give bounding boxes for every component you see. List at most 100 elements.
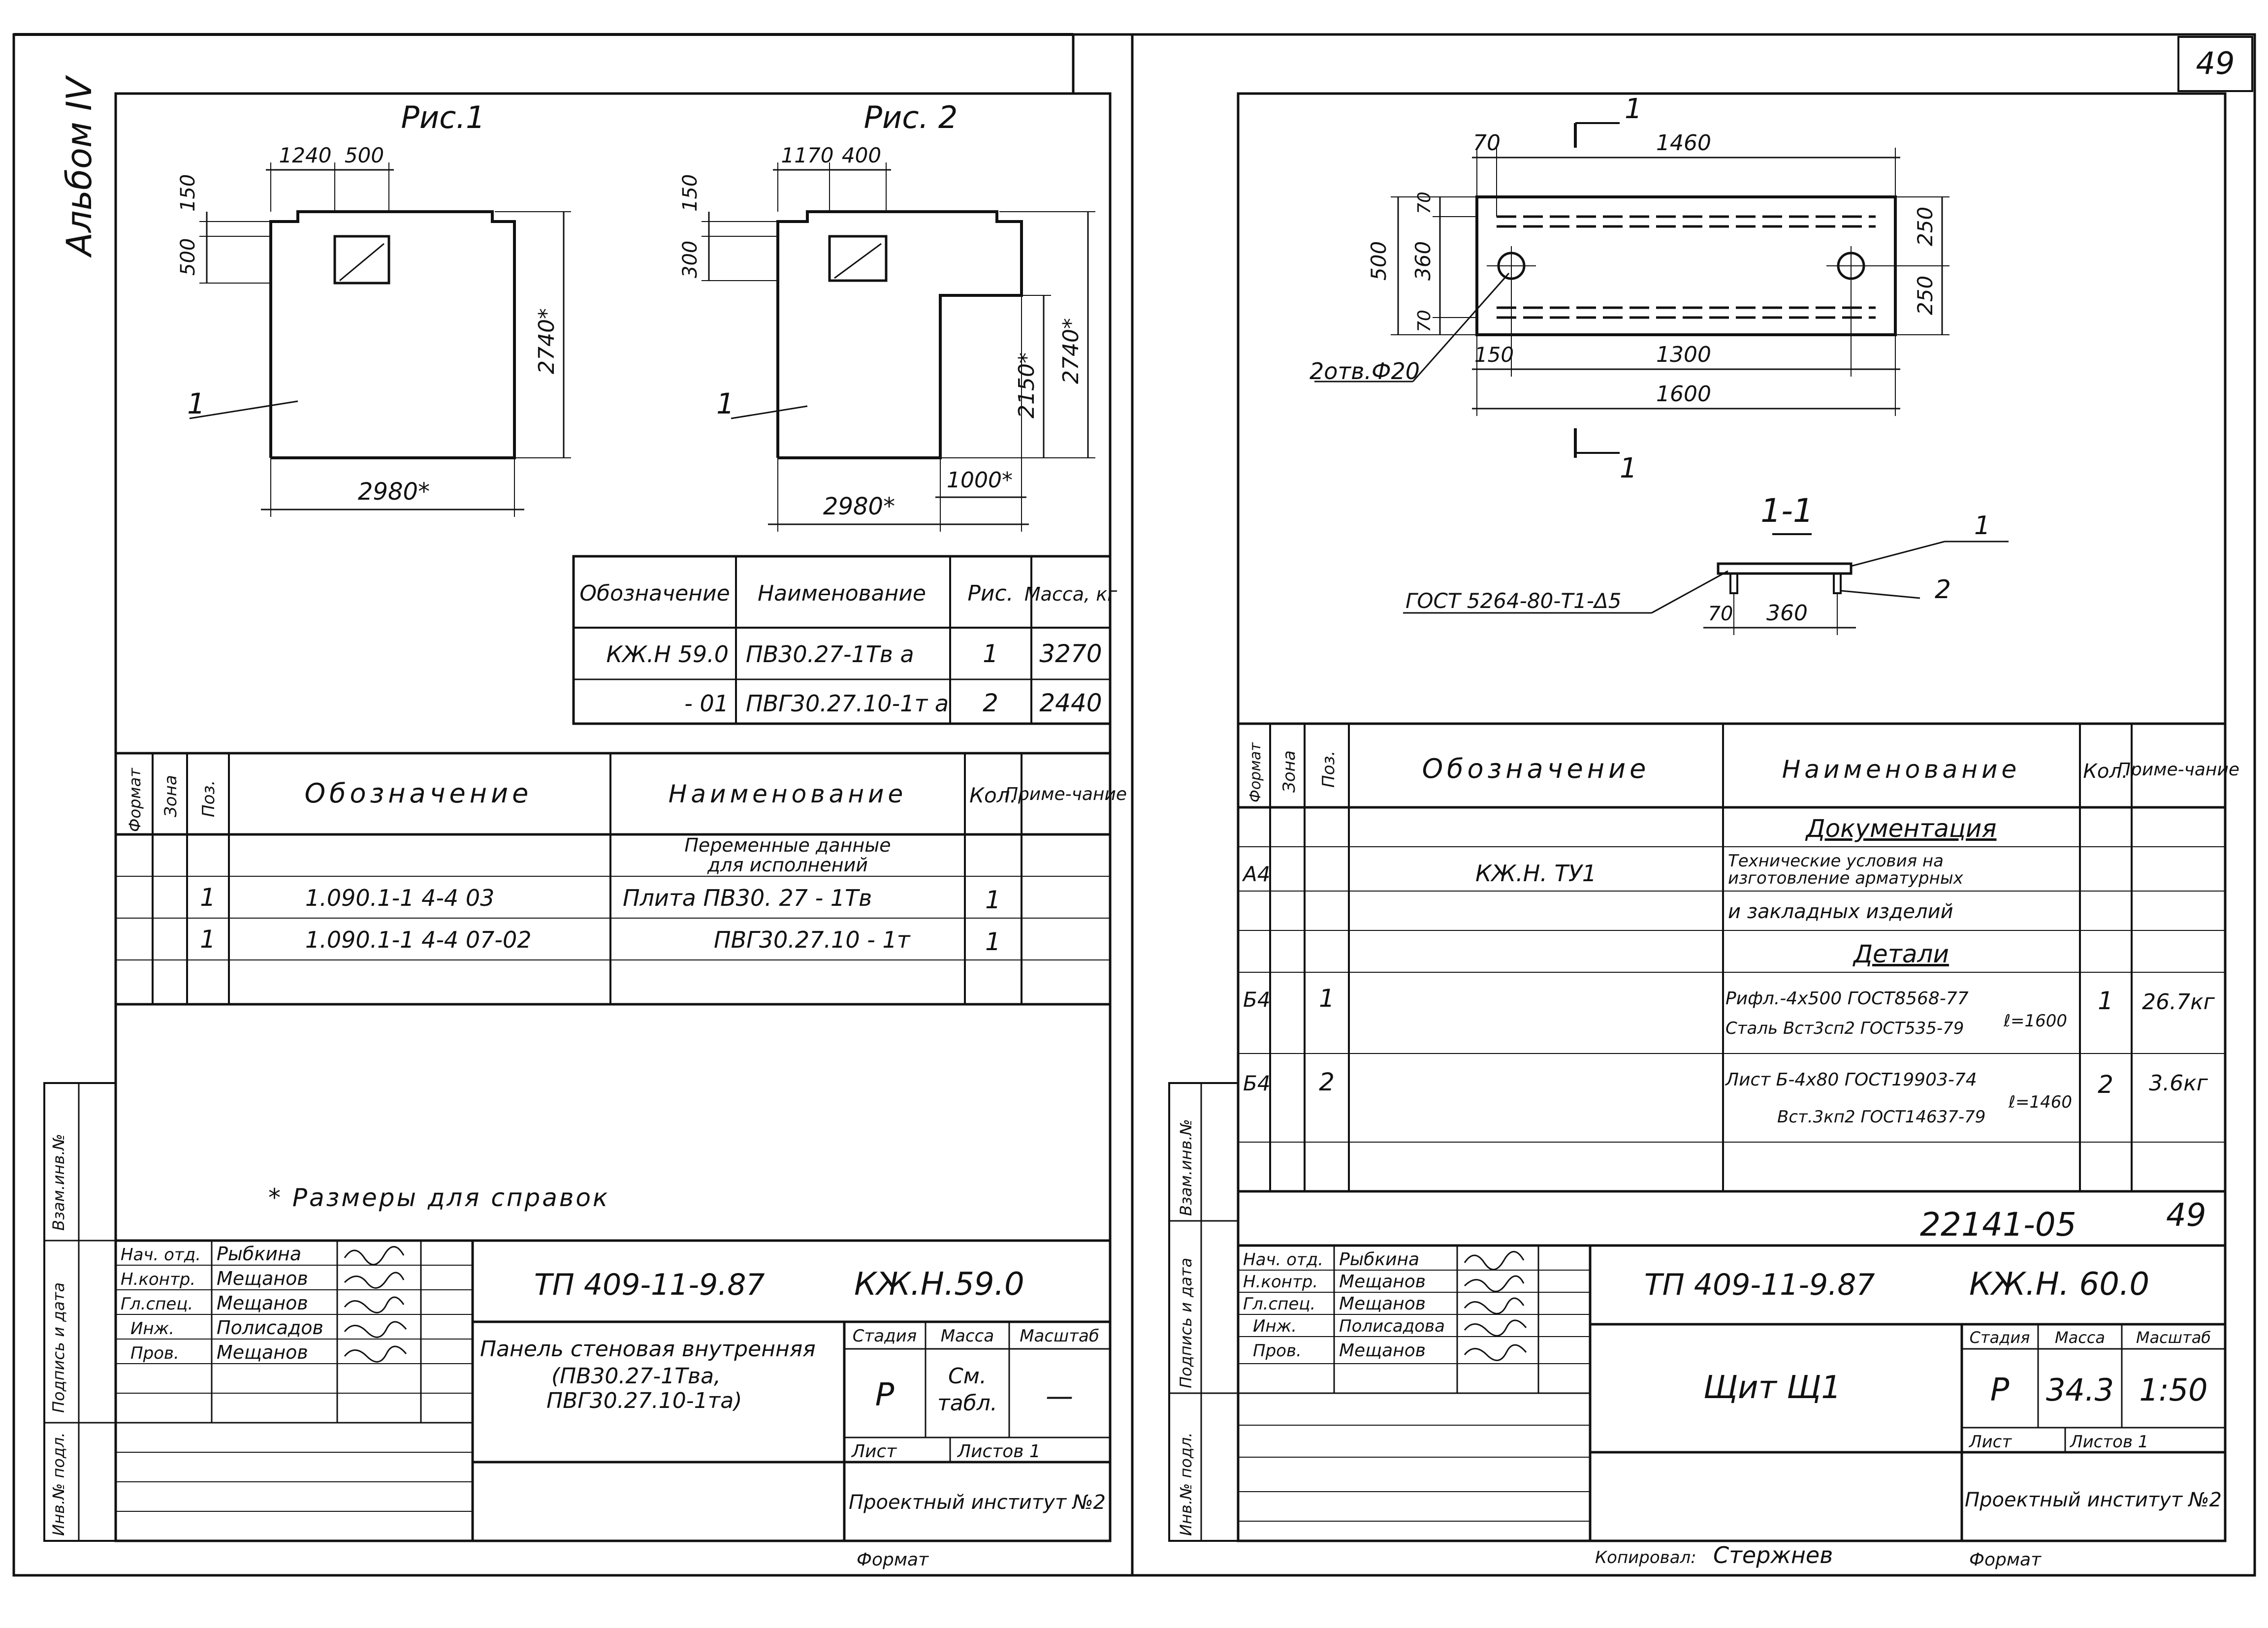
plan-dim-250b: 250 <box>1913 276 1937 315</box>
right-spec-row2-format: Б4 <box>1243 1071 1271 1095</box>
variants-row2-code: - 01 <box>684 690 729 717</box>
left-format-label: Формат <box>857 1550 929 1570</box>
right-spec-row1-length: ℓ=1600 <box>2003 1011 2067 1031</box>
left-sheet-label: Лист <box>851 1441 897 1462</box>
right-spec-header-qty: Кол. <box>2083 760 2128 783</box>
variants-header-name: Наименование <box>758 581 926 606</box>
right-role-3: Гл.спец. <box>1243 1294 1315 1314</box>
left-scale-label: Масштаб <box>1020 1326 1099 1346</box>
cut-mark-bottom: 1 <box>1620 452 1637 484</box>
left-stage-label: Стадия <box>853 1326 917 1346</box>
right-org: Проектный институт №2 <box>1965 1489 2222 1511</box>
fig1-dim-top-a: 1240 <box>279 143 332 167</box>
album-label: Альбом IV <box>59 75 99 258</box>
right-spec-doc-header: Документация <box>1805 814 1997 843</box>
left-name-5: Мещанов <box>217 1341 308 1363</box>
right-spec-header-format: Формат <box>1247 742 1264 802</box>
right-side-stamp: Взам.инв.№ Подпись и дата Инв.№ подл. <box>1168 1082 1239 1542</box>
right-spec-parts-header: Детали <box>1853 940 1949 968</box>
right-role-4: Инж. <box>1253 1316 1297 1336</box>
right-name-2: Мещанов <box>1339 1272 1426 1292</box>
left-spec-row2-code: 1.090.1-1 4-4 07-02 <box>305 926 531 953</box>
right-spec-doc-name-2: изготовление арматурных <box>1728 868 1964 888</box>
variants-header-fig: Рис. <box>967 581 1013 606</box>
section-title: 1-1 <box>1760 492 1814 530</box>
left-spec-header-pos: Поз. <box>199 780 219 817</box>
right-spec-header-note: Приме-чание <box>2117 760 2239 780</box>
left-spec-row2-pos: 1 <box>200 925 216 954</box>
left-note: * Размеры для справок <box>268 1183 609 1212</box>
fig2-opening <box>828 235 888 282</box>
section-1-1: 1-1 1 2 ГОСТ 5264-80-Т1-Δ5 70 360 <box>1403 492 2009 635</box>
fig2-dim-notch: 1000* <box>947 468 1013 493</box>
left-title-2: (ПВ30.27-1Тва, <box>551 1364 721 1389</box>
left-side-stamp: Взам.инв.№ Подпись и дата Инв.№ подл. <box>43 1082 117 1542</box>
plan-dim-360: 360 <box>1411 241 1435 281</box>
variants-row1-name: ПВ30.27-1Тв а <box>746 641 914 668</box>
right-spec-row1-pos: 1 <box>1319 984 1335 1013</box>
left-name-1: Рыбкина <box>217 1243 301 1265</box>
right-spec-row2-length: ℓ=1460 <box>2008 1092 2072 1112</box>
right-scale: 1:50 <box>2139 1372 2207 1408</box>
section-weld: ГОСТ 5264-80-Т1-Δ5 <box>1406 589 1621 613</box>
right-spec-doc-name-1: Технические условия на <box>1728 851 1944 871</box>
left-name-4: Полисадов <box>217 1317 323 1339</box>
plan-dim-150: 150 <box>1474 343 1514 367</box>
side-inv-orig: Инв.№ подл. <box>49 1432 68 1536</box>
figure-1: Рис.1 1 1240 500 150 500 2740* 2980* <box>177 99 571 517</box>
plan-dim-70-top: 70 <box>1473 130 1501 156</box>
left-spec-header-zone: Зона <box>161 775 181 817</box>
right-mass: 34.3 <box>2046 1372 2114 1408</box>
left-scale: — <box>1046 1380 1073 1412</box>
side-sign-date: Подпись и дата <box>49 1282 68 1413</box>
right-spec-header-name: Наименование <box>1782 755 2021 784</box>
section-dim-360: 360 <box>1766 601 1808 626</box>
section-dim-70: 70 <box>1708 603 1733 625</box>
variants-row2-mass: 2440 <box>1039 689 1102 717</box>
fig1-dim-height: 2740* <box>534 308 559 374</box>
fig1-outline <box>269 210 516 459</box>
fig1-dim-left-b: 500 <box>177 238 199 276</box>
right-spec-header-code: Обозначение <box>1422 753 1650 784</box>
section-pos1: 1 <box>1974 511 1990 541</box>
right-spec-header-zone: Зона <box>1279 750 1299 793</box>
plate-plan: 1 1 70 1460 500 70 360 70 250 250 150 13… <box>1310 93 1949 484</box>
variants-row2-fig: 2 <box>983 689 998 717</box>
right-spec-row2-name-2: Вст.3кп2 ГОСТ14637-79 <box>1777 1107 1985 1127</box>
plan-dim-70b: 70 <box>1414 310 1435 332</box>
right-signatures <box>1464 1251 1527 1361</box>
archive-number: 22141-05 <box>1920 1206 2076 1244</box>
fig1-opening <box>333 235 390 285</box>
left-spec-header-qty: Кол. <box>969 783 1017 807</box>
right-role-2: Н.контр. <box>1243 1272 1318 1292</box>
variants-row1-code: КЖ.Н 59.0 <box>607 641 729 668</box>
fig2-dim-top-b: 400 <box>842 143 881 167</box>
section-plate <box>1717 562 1853 575</box>
left-spec-row1-name: Плита ПВ30. 27 - 1Тв <box>623 885 872 911</box>
right-mark: КЖ.Н. 60.0 <box>1969 1266 2149 1303</box>
left-spec-header-note: Приме-чание <box>1005 784 1127 804</box>
left-doc-code: ТП 409-11-9.87 <box>534 1268 765 1302</box>
left-role-2: Н.контр. <box>121 1270 195 1289</box>
right-doc-code: ТП 409-11-9.87 <box>1644 1268 1875 1302</box>
left-spec-row1-qty: 1 <box>985 886 1001 914</box>
left-mark: КЖ.Н.59.0 <box>854 1266 1024 1303</box>
right-spec-row2-pos: 2 <box>1319 1068 1335 1096</box>
right-title: Щит Щ1 <box>1703 1370 1841 1406</box>
right-sheet-label: Лист <box>1968 1432 2012 1452</box>
fig1-pos: 1 <box>187 387 205 420</box>
left-spec-group-2: для исполнений <box>707 854 868 876</box>
left-spec-row1-pos: 1 <box>200 883 216 912</box>
right-spec-table: Формат Зона Поз. Обозначение Наименовани… <box>1237 722 2239 1193</box>
left-spec-row2-qty: 1 <box>985 927 1001 956</box>
right-stage-label: Стадия <box>1970 1328 2030 1347</box>
left-title-block: Нач. отд. Н.контр. Гл.спец. Инж. Пров. Р… <box>116 1239 1110 1541</box>
section-pos2: 2 <box>1935 575 1951 605</box>
fig2-pos: 1 <box>716 387 735 420</box>
fig2-leader <box>731 405 808 419</box>
fig2-dim-left-b: 300 <box>679 241 702 278</box>
left-spec-header-format: Формат <box>126 767 144 832</box>
left-role-4: Инж. <box>130 1319 174 1339</box>
right-name-4: Полисадова <box>1339 1316 1445 1336</box>
left-mass-label: Масса <box>941 1326 994 1346</box>
